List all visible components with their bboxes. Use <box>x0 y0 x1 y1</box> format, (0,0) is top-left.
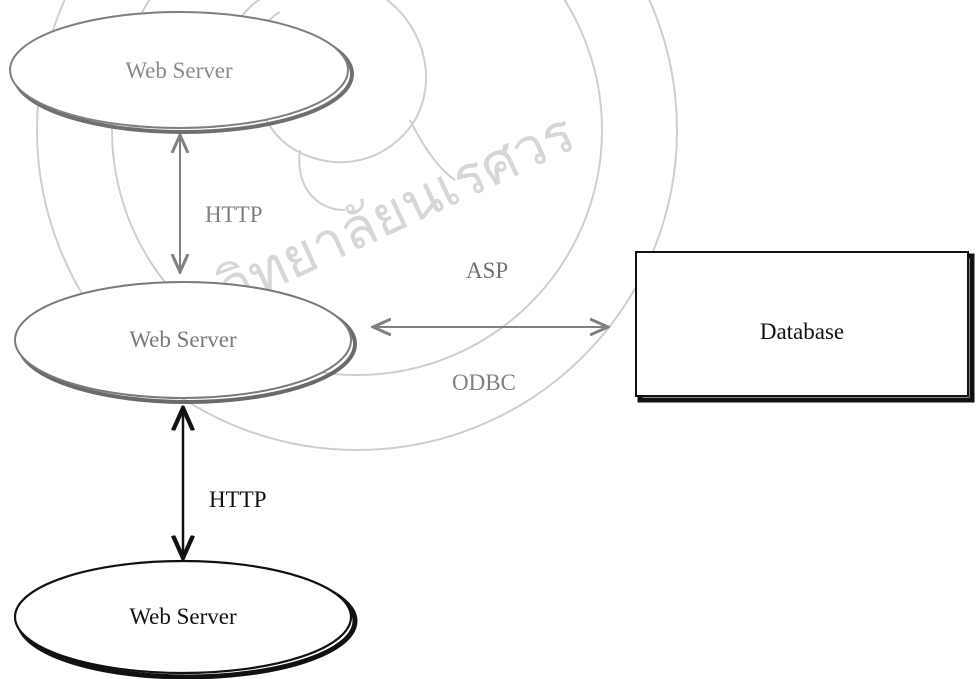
middle-web-server-label: Web Server <box>129 327 237 352</box>
middle-web-server-node: Web Server <box>14 281 357 404</box>
top-web-server-ellipse <box>9 11 349 129</box>
http-label-bottom: HTTP <box>209 487 267 512</box>
http-label-top: HTTP <box>205 202 263 227</box>
edge-bottom-http: HTTP <box>183 408 267 558</box>
middle-web-server-ellipse <box>14 281 352 399</box>
top-web-server-label: Web Server <box>125 58 233 83</box>
bottom-web-server-ellipse <box>13 559 353 675</box>
seal-outer-ring <box>36 0 678 451</box>
seal-trunk-shape <box>298 119 456 211</box>
database-node: Database <box>635 251 975 403</box>
seal-inner-ring <box>111 0 603 376</box>
edge-database-link: ASP ODBC <box>373 258 608 395</box>
database-box <box>635 251 969 397</box>
bottom-web-server-node: Web Server <box>13 559 358 679</box>
asp-label: ASP <box>466 258 508 283</box>
odbc-label: ODBC <box>452 370 516 395</box>
bottom-web-server-label: Web Server <box>129 604 237 629</box>
database-label: Database <box>760 319 844 344</box>
top-web-server-node: Web Server <box>9 11 354 134</box>
edge-top-http: HTTP <box>180 135 263 272</box>
